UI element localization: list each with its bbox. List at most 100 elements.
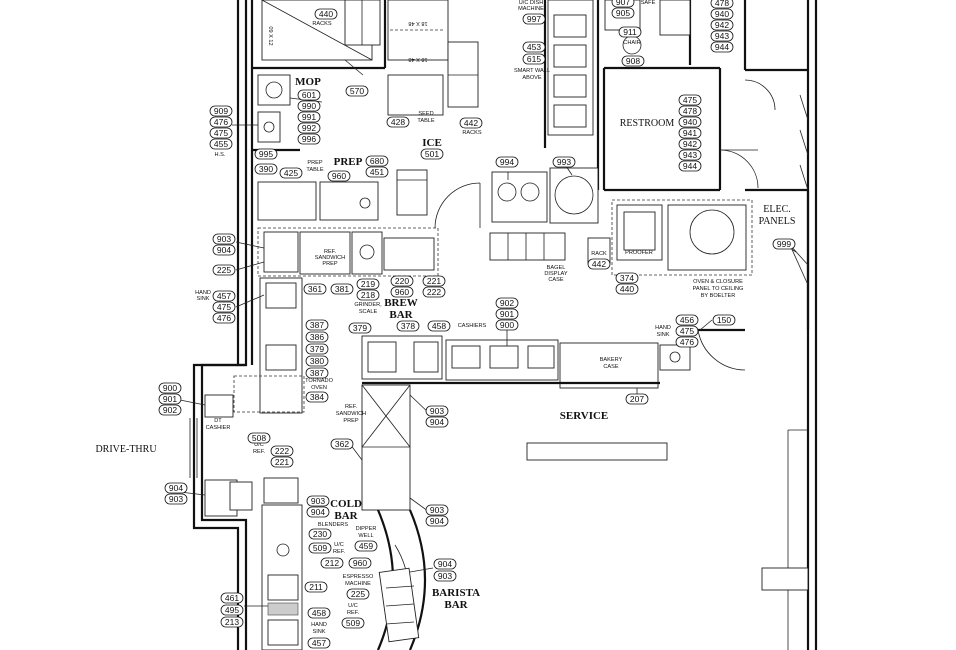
tag: 387 (305, 367, 329, 379)
svg-text:680: 680 (370, 156, 384, 166)
svg-text:150: 150 (717, 315, 731, 325)
tag: 478 (678, 105, 702, 117)
tag: 361 (303, 283, 327, 295)
note: H.S. (215, 152, 226, 158)
svg-text:944: 944 (715, 42, 729, 52)
svg-text:381: 381 (335, 284, 349, 294)
tag: 384 (305, 391, 329, 403)
tag: 428 (386, 116, 410, 128)
note: SINK (656, 332, 669, 338)
note: RACK (591, 251, 607, 257)
svg-text:442: 442 (592, 259, 606, 269)
note: SANDWICH (315, 255, 345, 261)
svg-text:476: 476 (680, 337, 694, 347)
tag: 943 (710, 30, 734, 42)
tag: 495 (220, 604, 244, 616)
tag: 941 (678, 127, 702, 139)
svg-text:943: 943 (683, 150, 697, 160)
note: CHAIR (623, 40, 640, 46)
svg-text:903: 903 (311, 496, 325, 506)
tag: 476 (209, 116, 233, 128)
svg-text:903: 903 (430, 406, 444, 416)
note: REF. (347, 610, 360, 616)
tag: 457 (307, 637, 331, 649)
room-ice: ICE (422, 137, 442, 149)
svg-text:570: 570 (350, 86, 364, 96)
tag: 221 (422, 275, 446, 287)
tag: 457 (212, 290, 236, 302)
svg-text:900: 900 (500, 320, 514, 330)
tag: 442 (459, 117, 483, 129)
svg-text:911: 911 (623, 27, 637, 37)
tag: 904 (212, 244, 236, 256)
tag: 992 (297, 122, 321, 134)
tag: 455 (209, 138, 233, 150)
svg-text:440: 440 (620, 284, 634, 294)
note: GRINDER, (354, 302, 382, 308)
svg-text:378: 378 (401, 321, 415, 331)
tag: 212 (320, 557, 344, 569)
note: HAND (655, 325, 671, 331)
note: CASHIER (206, 425, 231, 431)
tag: 381 (330, 283, 354, 295)
tag: 378 (396, 320, 420, 332)
svg-text:361: 361 (308, 284, 322, 294)
svg-text:904: 904 (217, 245, 231, 255)
svg-text:220: 220 (395, 276, 409, 286)
svg-text:994: 994 (500, 157, 514, 167)
svg-text:996: 996 (302, 134, 316, 144)
tag: 903 (425, 405, 449, 417)
tag: 219 (356, 278, 380, 290)
svg-text:476: 476 (217, 313, 231, 323)
svg-text:908: 908 (626, 56, 640, 66)
tag: 230 (308, 528, 332, 540)
svg-text:455: 455 (214, 139, 228, 149)
tag: 207 (625, 393, 649, 405)
tag: 476 (212, 312, 236, 324)
note: DIPPER (356, 526, 377, 532)
tag: 222 (422, 286, 446, 298)
note: PREP (307, 160, 323, 166)
note: RACKS (312, 21, 332, 27)
room-prep: PREP (334, 156, 363, 168)
note: TABLE (417, 118, 435, 124)
note: WELL (358, 533, 373, 539)
svg-text:904: 904 (438, 559, 452, 569)
tag: 509 (308, 542, 332, 554)
svg-text:903: 903 (430, 505, 444, 515)
tag: 903 (306, 495, 330, 507)
svg-text:478: 478 (683, 106, 697, 116)
note: PREP (343, 418, 359, 424)
svg-text:475: 475 (683, 95, 697, 105)
note: OVEN & CLOSURE (693, 279, 743, 285)
svg-text:386: 386 (310, 332, 324, 342)
svg-text:225: 225 (217, 265, 231, 275)
svg-text:902: 902 (163, 405, 177, 415)
tag: 903 (433, 570, 457, 582)
svg-text:225: 225 (351, 589, 365, 599)
svg-text:509: 509 (313, 543, 327, 553)
tag: 213 (220, 616, 244, 628)
note: ABOVE (522, 75, 542, 81)
svg-text:508: 508 (252, 433, 266, 443)
svg-text:501: 501 (425, 149, 439, 159)
svg-text:991: 991 (302, 112, 316, 122)
tag: 225 (212, 264, 236, 276)
tag: 475 (678, 94, 702, 106)
svg-text:495: 495 (225, 605, 239, 615)
note: CASE (548, 277, 564, 283)
note: BY BOELTER (701, 293, 736, 299)
svg-text:904: 904 (430, 417, 444, 427)
tag: 904 (164, 482, 188, 494)
svg-text:904: 904 (169, 483, 183, 493)
note: PREP (322, 261, 338, 267)
note: MACHINE (518, 6, 544, 12)
svg-text:387: 387 (310, 320, 324, 330)
svg-text:615: 615 (527, 54, 541, 64)
svg-text:902: 902 (500, 298, 514, 308)
svg-text:458: 458 (312, 608, 326, 618)
tag: 908 (621, 55, 645, 67)
svg-text:995: 995 (259, 149, 273, 159)
svg-text:940: 940 (683, 117, 697, 127)
svg-text:384: 384 (310, 392, 324, 402)
